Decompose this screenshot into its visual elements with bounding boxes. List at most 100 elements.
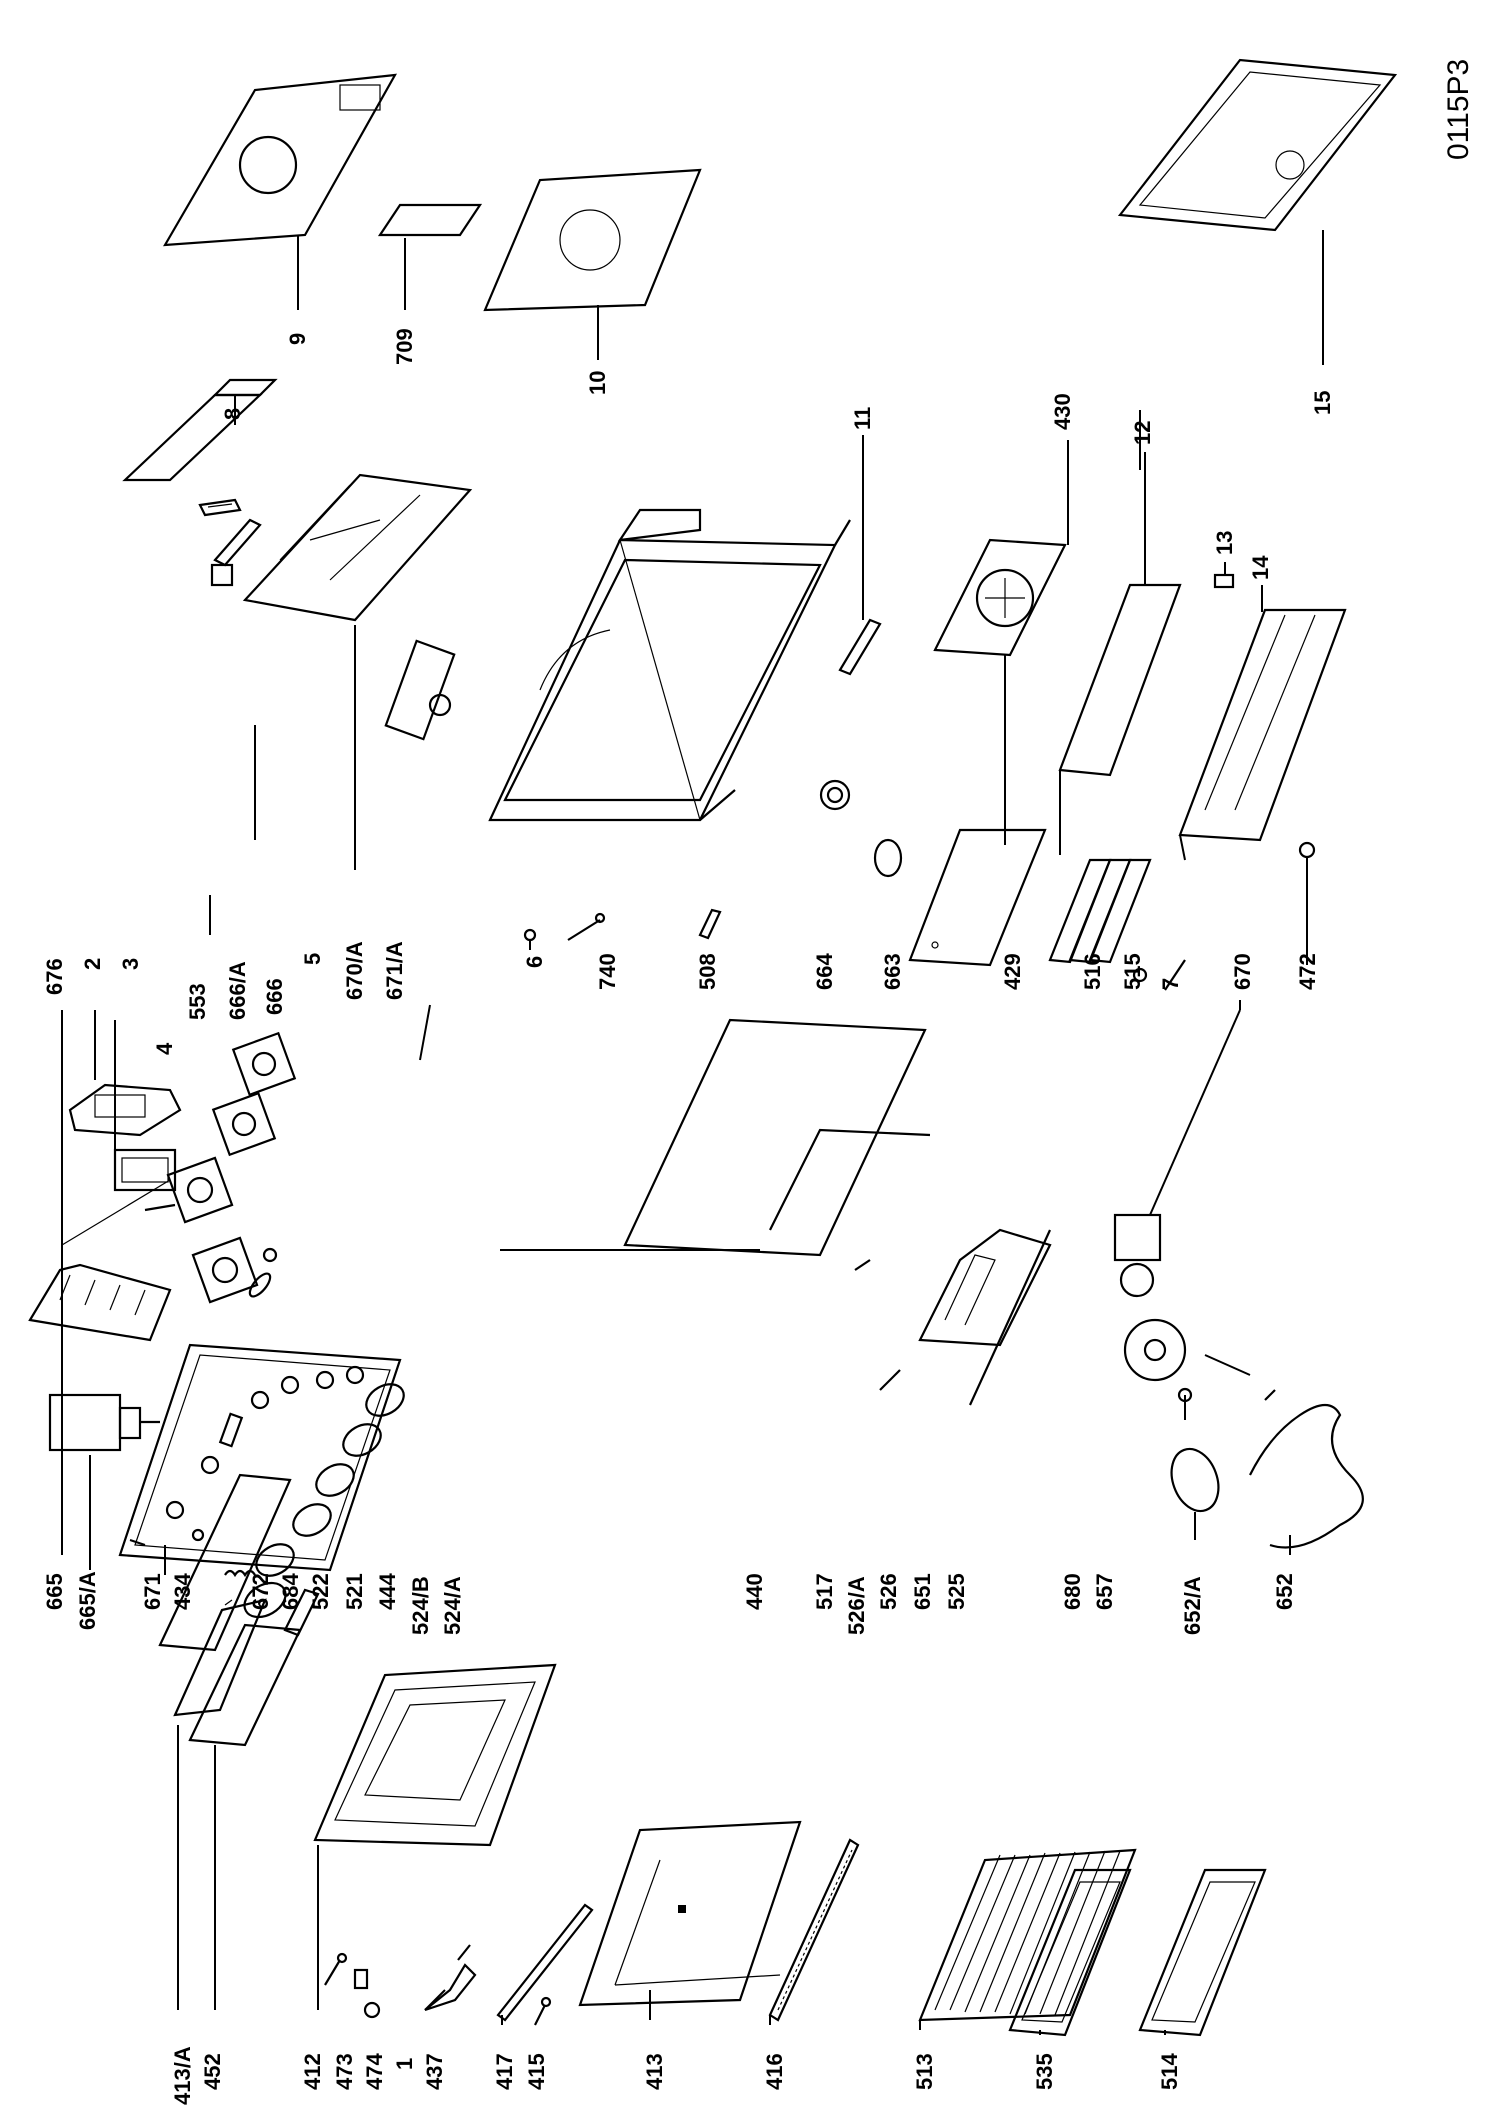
part-4-bracket (68, 1083, 182, 1137)
label-472: 472 (1295, 953, 1320, 990)
part-413-door-panel (578, 1820, 802, 2007)
part-657-fan-blade (1123, 1318, 1193, 1403)
part-1-knob-small (363, 2001, 381, 2019)
part-labels: 413/A 452 412 473 474 1 437 417 415 413 … (42, 328, 1335, 2105)
leader-lines (61, 410, 1308, 2035)
part-413a-outer-glass (158, 1473, 292, 1717)
label-525: 525 (944, 1573, 969, 1610)
part-535-baking-tray (1008, 1868, 1132, 2037)
part-652-ring-element (1249, 1389, 1364, 1549)
part-665a-terminal-block (28, 1263, 172, 1342)
part-417-door-bar (496, 1903, 594, 2022)
part-671-indicator (262, 1247, 278, 1263)
label-680: 680 (1060, 1573, 1085, 1610)
label-430: 430 (1050, 393, 1075, 430)
label-513: 513 (912, 2053, 937, 2090)
part-684-spring (224, 1569, 256, 1578)
label-666: 666 (262, 978, 287, 1015)
part-526-pin (879, 1369, 901, 1391)
part-651-heating-element (918, 1228, 1052, 1347)
label-11: 11 (850, 407, 875, 430)
label-516: 516 (1080, 953, 1105, 990)
part-14-bottom-panel (1178, 608, 1347, 842)
label-651: 651 (910, 1573, 935, 1610)
label-740: 740 (595, 953, 620, 990)
part-444-button (283, 1588, 320, 1637)
label-524b: 524/B (408, 1576, 433, 1635)
label-522: 522 (308, 1573, 333, 1610)
part-3-bracket (210, 518, 262, 587)
label-526: 526 (876, 1573, 901, 1610)
part-517-grill-element (769, 1128, 931, 1231)
label-413a: 413/A (170, 2046, 195, 2105)
part-521-knob (255, 1543, 295, 1577)
label-15: 15 (1310, 391, 1335, 415)
label-14: 14 (1248, 555, 1273, 580)
label-524a: 524/A (440, 1576, 465, 1635)
label-515: 515 (1120, 953, 1145, 990)
label-553: 553 (185, 983, 210, 1020)
label-417: 417 (492, 2053, 517, 2090)
part-434-control-panel (118, 1343, 402, 1572)
label-684: 684 (278, 1573, 303, 1610)
label-670a: 670/A (342, 941, 367, 1000)
part-474-clip (353, 1968, 369, 1990)
label-6: 6 (522, 956, 547, 968)
part-524b-knob-set (292, 1423, 382, 1537)
part-515-nut (1132, 967, 1148, 983)
label-671a: 671/A (382, 941, 407, 1000)
label-415: 415 (524, 2053, 549, 2090)
label-10: 10 (585, 371, 610, 395)
part-412-inner-door-frame (313, 1663, 557, 1847)
part-740-probe (567, 912, 606, 941)
label-474: 474 (362, 2053, 387, 2090)
part-672-lamp (191, 1528, 205, 1542)
label-672: 672 (248, 1573, 273, 1610)
part-514-drip-pan (1138, 1868, 1267, 2037)
part-429-side-panel (908, 828, 1047, 967)
label-9: 9 (285, 333, 310, 345)
part-430-fan-cover (933, 538, 1067, 657)
part-676-wiring (61, 1179, 171, 1246)
label-514: 514 (1157, 2053, 1182, 2090)
part-5-top-cover (242, 473, 473, 622)
part-670a-motor (384, 639, 456, 741)
label-665: 665 (42, 1573, 67, 1610)
part-oven-cavity (488, 508, 851, 822)
label-473: 473 (332, 2053, 357, 2090)
part-11-latch (838, 618, 882, 676)
part-513-wire-shelf (918, 1848, 1137, 2022)
label-444: 444 (375, 1573, 400, 1610)
label-517: 517 (812, 1573, 837, 1610)
label-429: 429 (1000, 953, 1025, 990)
part-8-channel (122, 378, 278, 482)
label-664: 664 (812, 953, 837, 990)
label-440: 440 (742, 1573, 767, 1610)
label-452: 452 (200, 2053, 225, 2090)
part-10-fan-housing (483, 168, 702, 312)
label-437: 437 (422, 2053, 447, 2090)
label-526a: 526/A (844, 1576, 869, 1635)
label-657: 657 (1092, 1573, 1117, 1610)
part-437-hinge (424, 1944, 477, 2012)
label-4: 4 (152, 1042, 177, 1055)
part-652a-ring (1170, 1447, 1220, 1513)
label-416: 416 (762, 2053, 787, 2090)
label-670: 670 (1230, 953, 1255, 990)
label-7: 7 (1158, 978, 1183, 990)
part-664-lamp-holder (819, 779, 851, 811)
label-12: 12 (1130, 421, 1155, 445)
part-671a-lamp (248, 1272, 272, 1298)
part-472-foot (1298, 841, 1316, 859)
label-652: 652 (1272, 1573, 1297, 1610)
leader-lines-top (234, 230, 1324, 620)
part-12-back-panel (1058, 583, 1182, 777)
label-666a: 666/A (225, 961, 250, 1020)
part-15-back-frame (1117, 58, 1398, 232)
label-676: 676 (42, 958, 67, 995)
part-416-trim (768, 1838, 860, 2022)
label-652a: 652/A (1180, 1576, 1205, 1635)
part-9-rear-panel (163, 73, 398, 247)
part-415-hinge-pin (534, 1996, 552, 2026)
label-413: 413 (642, 2053, 667, 2090)
